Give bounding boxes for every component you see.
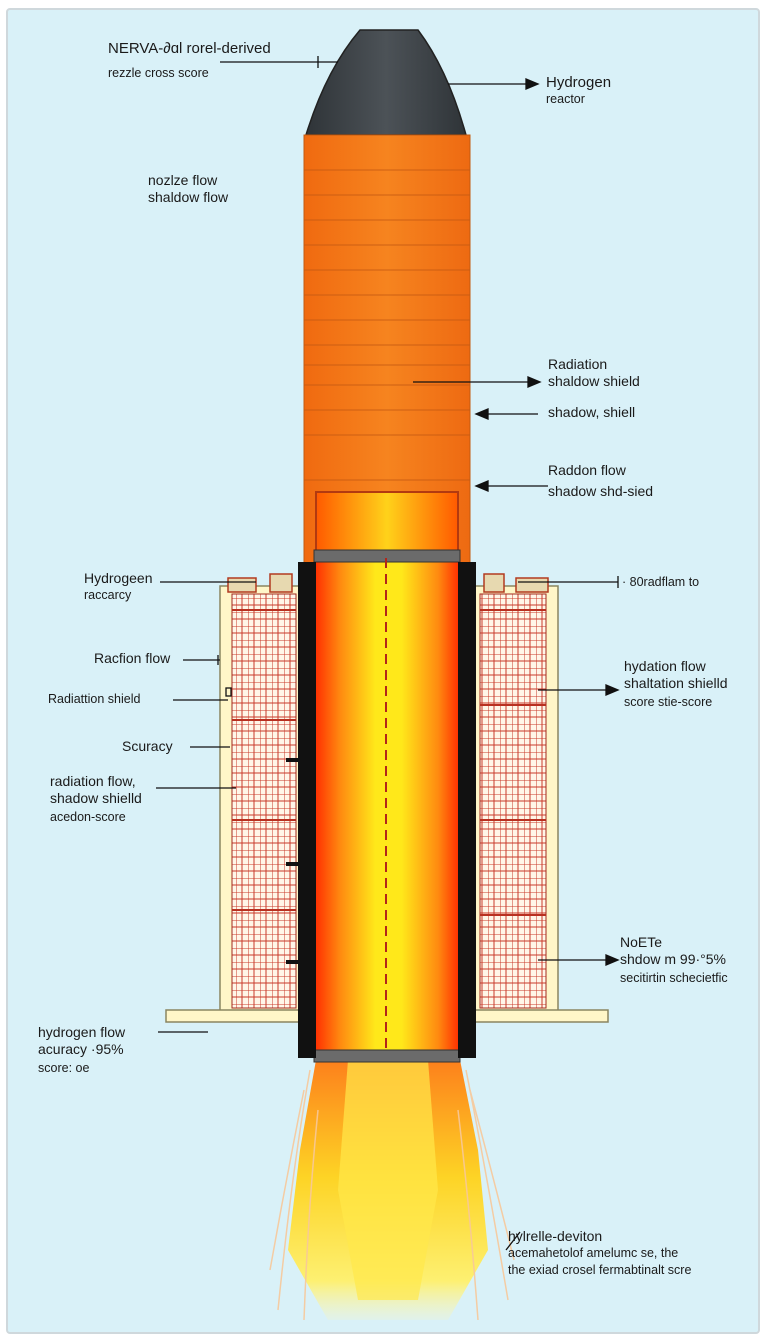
- diagram-frame: NERVA-∂ɑl rorel-derived rezzle cross sco…: [6, 8, 760, 1334]
- body-stripes: [304, 169, 470, 481]
- shadow-shield-label: shadow, shiell: [548, 404, 636, 420]
- right-grid: [479, 593, 547, 1009]
- title-label: NERVA-∂ɑl rorel-derived rezzle cross sco…: [108, 40, 271, 80]
- nose-cone: [304, 29, 467, 136]
- reactor-core: [314, 558, 460, 1060]
- radiattion-shield-label: Radiattion shield: [48, 692, 141, 706]
- bottom-caption: hylrelle-deviton acemahetolof amelumc se…: [508, 1228, 692, 1277]
- leader-lines: [156, 56, 620, 1251]
- racfion-flow-label: Racfion flow: [94, 650, 171, 666]
- right-side-bar: [458, 562, 476, 1058]
- scuracy-label: Scuracy: [122, 738, 173, 754]
- hydrogen-accuracy-label: Hydrogeen raccarcy: [84, 570, 153, 602]
- upper-core: [315, 491, 459, 557]
- hydrogen-flow-label: hydrogen flow acuracy ·95% score: oe: [38, 1024, 126, 1075]
- right-upper-label: · 80radflam to: [622, 575, 700, 589]
- left-side-bar: [298, 562, 316, 1058]
- hydation-flow-label: hydation flow shaltation shielld score s…: [624, 658, 728, 709]
- left-grid: [231, 593, 297, 1009]
- exhaust-plume: [269, 1060, 515, 1321]
- radon-flow-label: Raddon flow shadow shd-sied: [548, 462, 654, 499]
- radiation-shield-label: Radiation shaldow shield: [548, 356, 640, 389]
- radiation-flow-label: radiation flow, shadow shielld acedon-sc…: [50, 773, 142, 824]
- nozzle-flow-label: nozlze flow shaldow flow: [148, 172, 229, 205]
- hydrogen-reactor-label: Hydrogen reactor: [546, 74, 612, 106]
- rocket-cross-section: [156, 29, 620, 1321]
- note-label: NoETe shdow m 99·°5% secitirtin scheciet…: [620, 934, 728, 985]
